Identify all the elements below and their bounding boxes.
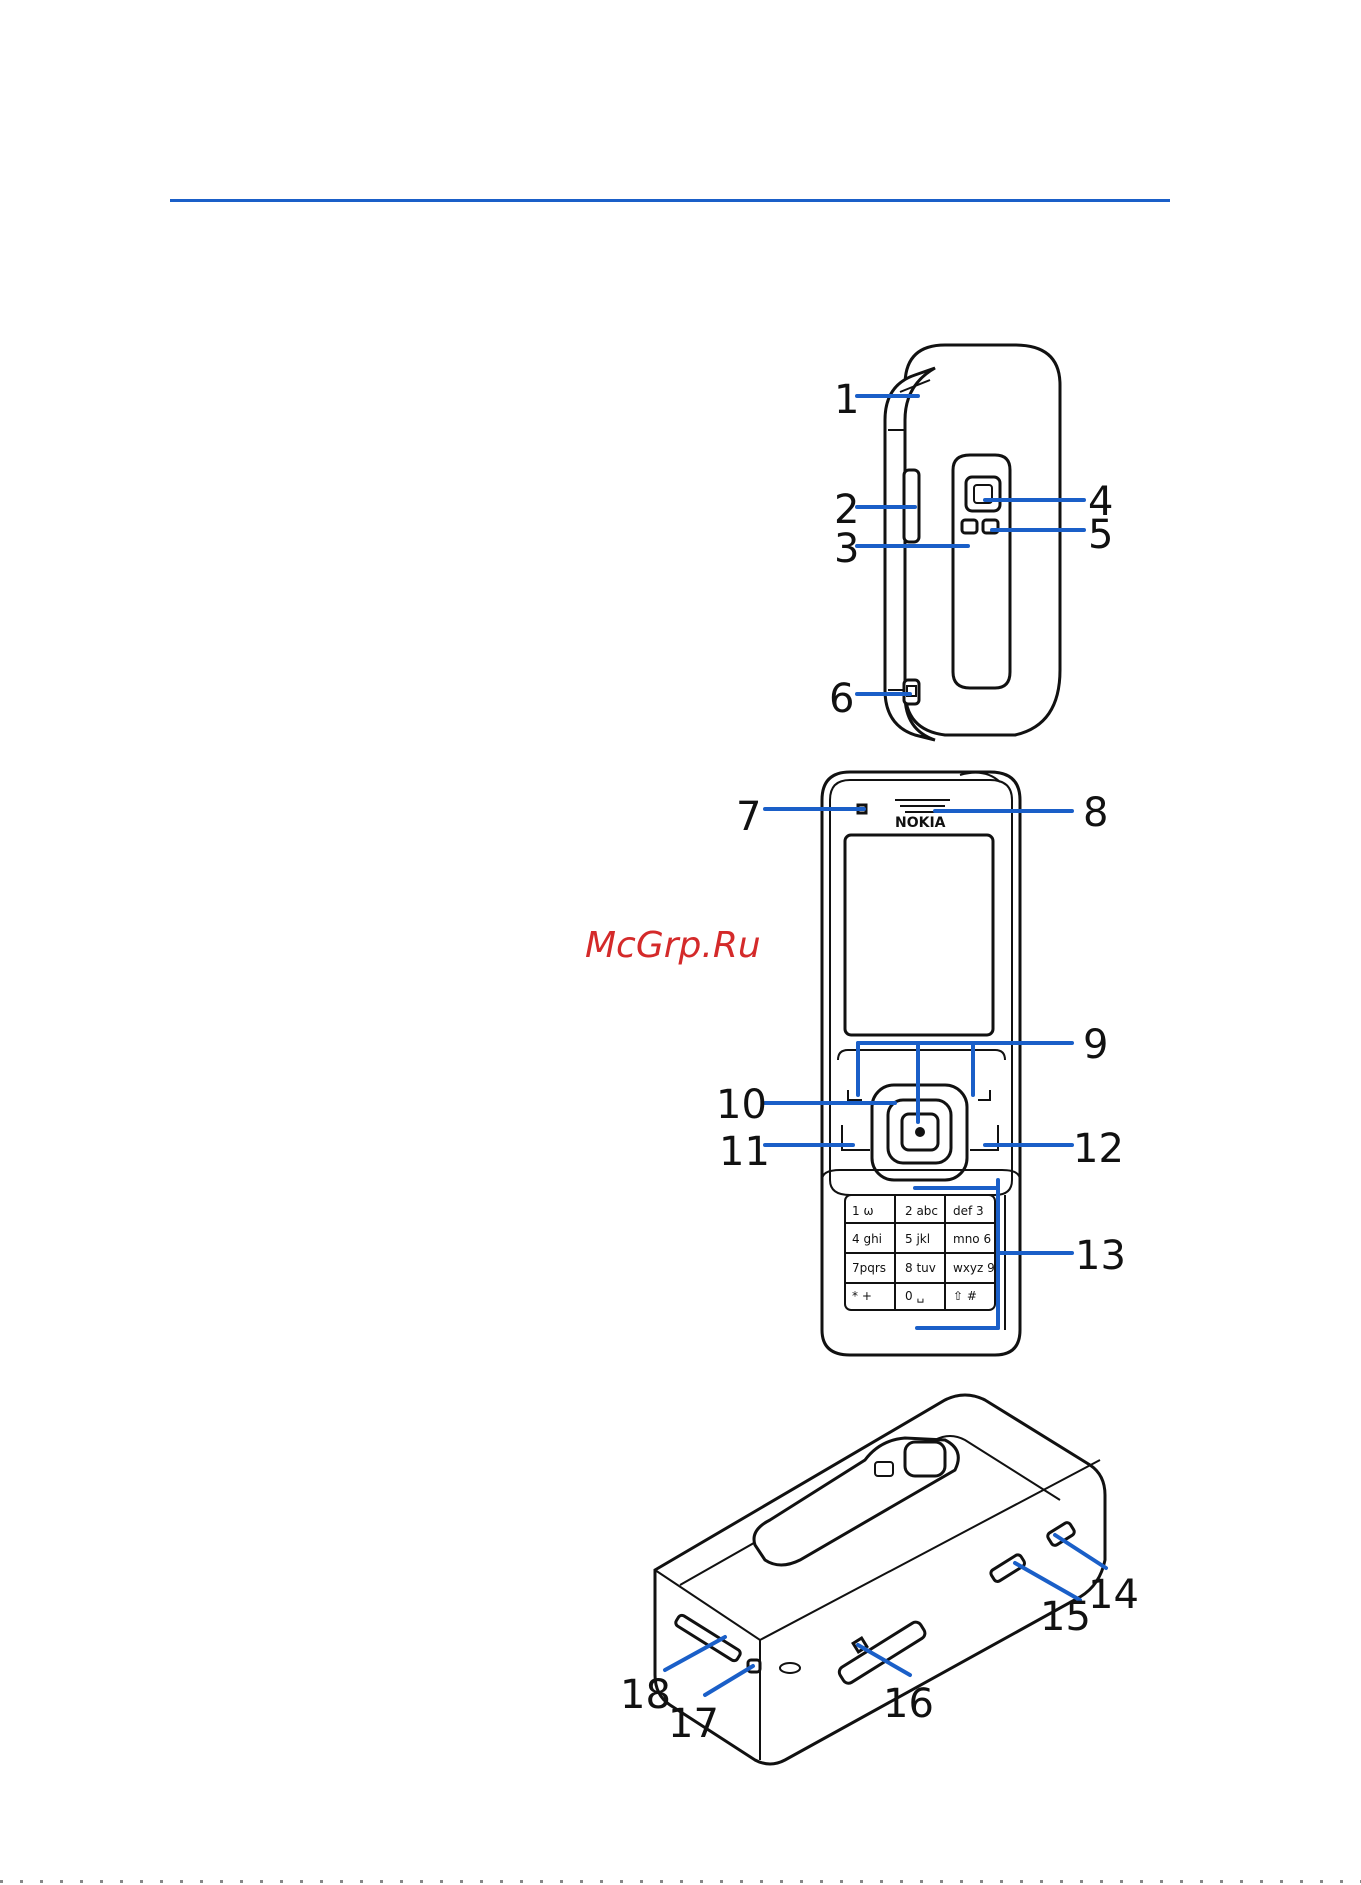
key-3: def 3 (953, 1204, 984, 1218)
brand-label: NOKIA (895, 815, 946, 831)
keypad: 1 ω 2 abc def 3 4 ghi 5 jkl mno 6 7pqrs … (845, 1195, 995, 1310)
callout-7: 7 (736, 794, 761, 840)
callout-3: 3 (834, 526, 859, 572)
mirror (962, 520, 977, 533)
page-edge-dots (0, 1880, 1361, 1883)
callout-6: 6 (829, 676, 854, 722)
callout-16: 16 (883, 1681, 934, 1727)
key-1: 1 ω (852, 1204, 874, 1218)
rear-camera (905, 1442, 945, 1476)
callout-18: 18 (620, 1672, 671, 1718)
callout-15: 15 (1040, 1594, 1091, 1640)
callout-13: 13 (1075, 1233, 1126, 1279)
key-star: * + (852, 1289, 872, 1303)
key-4: 4 ghi (852, 1232, 882, 1246)
phone-back-side-view (885, 345, 1060, 740)
key-2: 2 abc (905, 1204, 938, 1218)
callout-12: 12 (1073, 1126, 1124, 1172)
callout-11: 11 (719, 1129, 770, 1175)
display (845, 835, 993, 1035)
key-9: wxyz 9 (953, 1261, 995, 1275)
callout-17: 17 (668, 1701, 719, 1747)
callout-5: 5 (1088, 512, 1113, 558)
phone-front-view: NOKIA 1 ω 2 abc def 3 4 ghi 5 jkl (822, 772, 1020, 1355)
phone-bottom-view (655, 1395, 1105, 1764)
key-7: 7pqrs (852, 1261, 886, 1275)
callout-14: 14 (1088, 1572, 1139, 1618)
callout-1: 1 (834, 377, 859, 423)
callout-8: 8 (1083, 790, 1108, 836)
key-0: 0 ␣ (905, 1289, 924, 1303)
key-8: 8 tuv (905, 1261, 936, 1275)
callout-10: 10 (716, 1082, 767, 1128)
camera-lens (966, 477, 1000, 511)
watermark: McGrp.Ru (585, 925, 761, 966)
key-6: mno 6 (953, 1232, 991, 1246)
key-hash: ⇧ # (953, 1289, 977, 1303)
key-5: 5 jkl (905, 1232, 930, 1246)
callout-9: 9 (1083, 1022, 1108, 1068)
